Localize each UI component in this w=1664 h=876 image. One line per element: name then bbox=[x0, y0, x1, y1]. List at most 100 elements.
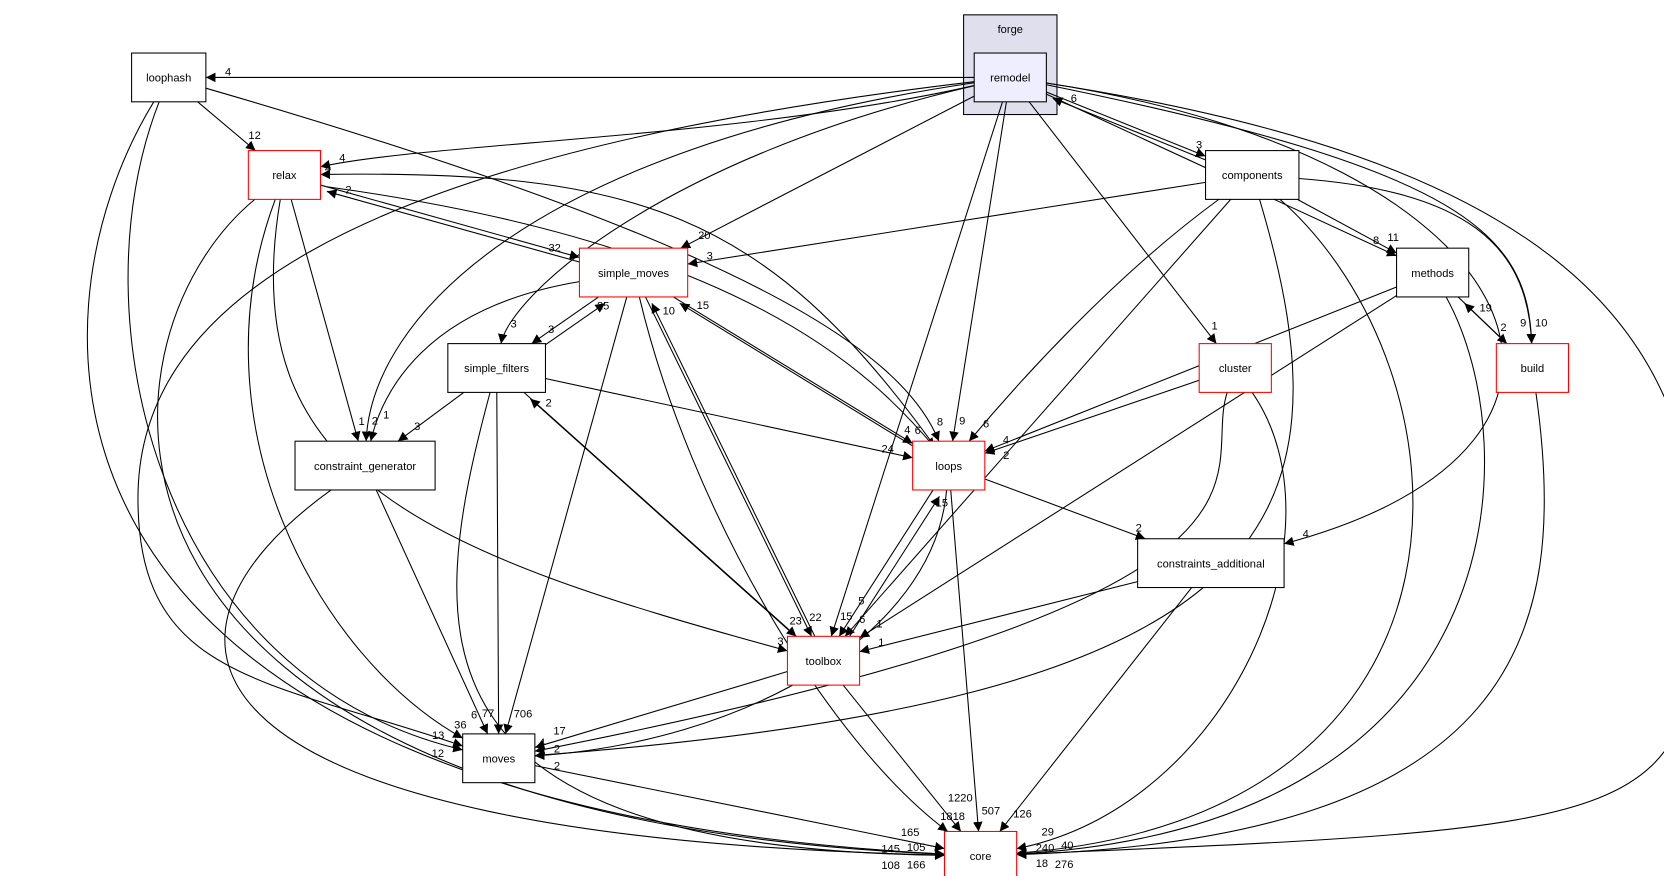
edge-label[interactable]: 8 bbox=[1373, 235, 1379, 247]
node-box[interactable] bbox=[943, 830, 1018, 876]
edge-components-to-build[interactable] bbox=[1298, 177, 1537, 344]
node-loophash[interactable]: loophash bbox=[131, 52, 207, 103]
node-remodel[interactable]: remodel bbox=[973, 52, 1047, 103]
edge-label[interactable]: 6 bbox=[915, 425, 921, 437]
edge-label[interactable]: 15 bbox=[936, 498, 948, 510]
edge-cluster-to-loops[interactable] bbox=[984, 379, 1200, 455]
edge-remodel-to-constraint_generator[interactable] bbox=[361, 82, 975, 442]
edge-label[interactable]: 19 bbox=[1479, 302, 1491, 314]
edge-label[interactable]: 2 bbox=[372, 415, 378, 427]
edge-remodel-to-loops[interactable] bbox=[949, 101, 1007, 442]
edge-remodel-to-toolbox[interactable] bbox=[829, 101, 1003, 637]
edge-label[interactable]: 22 bbox=[809, 612, 821, 624]
edge-simple_filters-to-loops[interactable] bbox=[545, 378, 913, 461]
node-box[interactable] bbox=[131, 52, 207, 103]
node-toolbox[interactable]: toolbox bbox=[786, 635, 861, 686]
edge-label[interactable]: 18 bbox=[1036, 858, 1048, 870]
edge-simple_filters-to-simple_moves[interactable] bbox=[537, 302, 606, 351]
edge-label[interactable]: 1220 bbox=[948, 792, 973, 804]
edge-loops-to-simple_moves[interactable] bbox=[679, 302, 920, 451]
edge-label[interactable]: 15 bbox=[697, 300, 709, 312]
node-box[interactable] bbox=[1495, 343, 1570, 393]
node-core[interactable]: core bbox=[943, 830, 1018, 876]
edge-toolbox-to-loops[interactable] bbox=[845, 496, 940, 643]
node-label[interactable]: loops bbox=[935, 461, 962, 473]
edge-methods-to-core[interactable] bbox=[1016, 296, 1486, 859]
edge-label[interactable]: 1 bbox=[878, 637, 884, 649]
edge-label[interactable]: 6 bbox=[859, 614, 865, 626]
node-constraints_additional[interactable]: constraints_additional bbox=[1137, 538, 1285, 589]
edge-loophash-to-core[interactable] bbox=[86, 101, 945, 859]
edge-label[interactable]: 126 bbox=[1013, 809, 1032, 821]
edge-loops-to-core[interactable] bbox=[950, 489, 983, 832]
node-label[interactable]: simple_filters bbox=[464, 363, 529, 375]
edge-label[interactable]: 4 bbox=[225, 66, 231, 78]
edge-remodel-to-components[interactable] bbox=[1046, 91, 1206, 158]
edge-label[interactable]: 12 bbox=[248, 130, 260, 142]
edge-components-to-toolbox[interactable] bbox=[844, 199, 1232, 637]
edge-label[interactable]: 2 bbox=[554, 761, 560, 773]
node-label[interactable]: moves bbox=[482, 754, 515, 766]
node-moves[interactable]: moves bbox=[462, 733, 536, 784]
edge-label[interactable]: 77 bbox=[482, 708, 494, 720]
edge-relax-to-core[interactable] bbox=[157, 198, 945, 859]
edge-label[interactable]: 13 bbox=[432, 730, 444, 742]
edge-label[interactable]: 3 bbox=[548, 324, 554, 336]
edge-methods-to-toolbox[interactable] bbox=[859, 295, 1397, 639]
node-label[interactable]: cluster bbox=[1219, 363, 1252, 375]
node-box[interactable] bbox=[973, 52, 1047, 103]
edge-toolbox-to-core[interactable] bbox=[842, 684, 962, 832]
edge-relax-to-toolbox[interactable] bbox=[272, 199, 788, 653]
edge-simple_moves-to-moves[interactable] bbox=[503, 296, 628, 735]
edge-label[interactable]: 3 bbox=[777, 636, 783, 648]
edge-remodel-to-cluster[interactable] bbox=[1028, 101, 1217, 344]
edge-label[interactable]: 2 bbox=[546, 398, 552, 410]
edge-label[interactable]: 40 bbox=[1061, 840, 1073, 852]
edge-methods-to-loops[interactable] bbox=[984, 286, 1397, 453]
edge-components-to-loops[interactable] bbox=[968, 198, 1220, 442]
node-label[interactable]: constraint_generator bbox=[314, 461, 416, 473]
edge-label[interactable]: 15 bbox=[840, 611, 852, 623]
node-box[interactable] bbox=[1198, 343, 1272, 393]
edge-label[interactable]: 166 bbox=[907, 860, 926, 872]
edge-label[interactable]: 2 bbox=[1003, 450, 1009, 462]
edge-label[interactable]: 240 bbox=[1036, 843, 1055, 855]
edge-label[interactable]: 24 bbox=[882, 444, 894, 456]
edge-label[interactable]: 11 bbox=[1387, 232, 1399, 244]
node-build[interactable]: build bbox=[1495, 343, 1570, 393]
node-label[interactable]: toolbox bbox=[806, 656, 842, 668]
edge-simple_filters-to-core[interactable] bbox=[456, 392, 945, 861]
node-label[interactable]: simple_moves bbox=[598, 268, 670, 280]
node-simple_filters[interactable]: simple_filters bbox=[447, 343, 546, 393]
node-components[interactable]: components bbox=[1205, 150, 1300, 200]
edge-relax-to-moves[interactable] bbox=[247, 199, 463, 739]
edge-label[interactable]: 165 bbox=[901, 827, 920, 839]
edge-components-to-simple_moves[interactable] bbox=[687, 181, 1206, 268]
edge-label[interactable]: 10 bbox=[1535, 318, 1547, 330]
node-relax[interactable]: relax bbox=[247, 150, 322, 200]
node-box[interactable] bbox=[912, 440, 986, 491]
edge-remodel-to-build[interactable] bbox=[1046, 84, 1537, 344]
edge-label[interactable]: 507 bbox=[982, 806, 1001, 818]
edge-relax-to-loops[interactable] bbox=[326, 186, 936, 448]
node-label[interactable]: constraints_additional bbox=[1157, 558, 1265, 570]
edge-label[interactable]: 9 bbox=[959, 415, 965, 427]
edge-relax-to-constraint_generator[interactable] bbox=[290, 199, 361, 442]
edge-simple_filters-to-moves[interactable] bbox=[493, 392, 504, 734]
edge-simple_filters-to-constraint_generator[interactable] bbox=[397, 391, 465, 442]
edge-remodel-to-simple_moves[interactable] bbox=[680, 95, 975, 249]
edge-label[interactable]: 6 bbox=[983, 419, 989, 431]
edge-label[interactable]: 706 bbox=[514, 708, 533, 720]
edge-constraints_additional-to-core[interactable] bbox=[999, 587, 1193, 832]
edge-constraint_generator-to-moves[interactable] bbox=[375, 489, 489, 735]
edge-label[interactable]: 108 bbox=[881, 860, 900, 872]
node-box[interactable] bbox=[578, 247, 689, 298]
edge-label[interactable]: 3 bbox=[707, 251, 713, 263]
node-simple_moves[interactable]: simple_moves bbox=[578, 247, 689, 298]
edge-toolbox-to-simple_filters[interactable] bbox=[529, 398, 803, 644]
edge-label[interactable]: 3 bbox=[1196, 139, 1202, 151]
edge-simple_moves-to-loops[interactable] bbox=[673, 296, 913, 444]
edge-components-to-methods[interactable] bbox=[1297, 198, 1397, 254]
edge-label[interactable]: 2 bbox=[345, 184, 351, 196]
node-box[interactable] bbox=[247, 150, 322, 200]
